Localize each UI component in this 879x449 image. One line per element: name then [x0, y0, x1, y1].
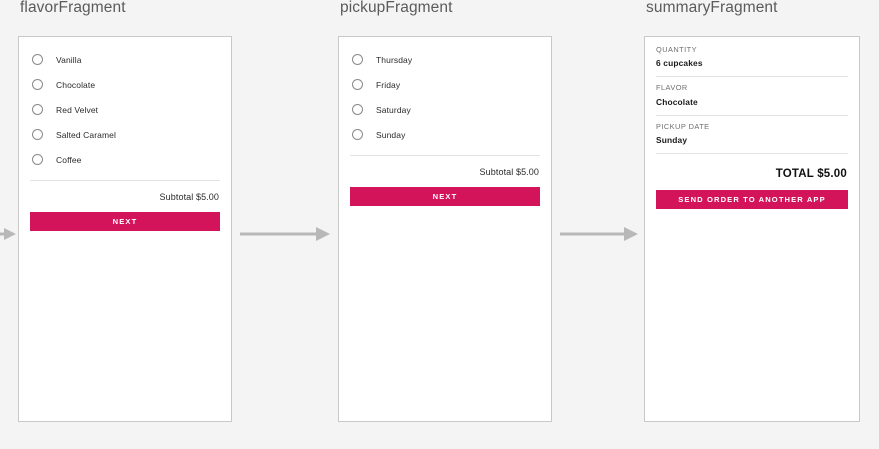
radio-circle-icon[interactable]	[32, 154, 43, 165]
arrow-pickup-to-summary	[560, 227, 638, 241]
summary-row-value: Sunday	[656, 134, 688, 145]
fragment-summary: summaryFragment QUANTITY 6 cupcakes FLAV…	[644, 0, 860, 422]
radio-option-saturday[interactable]: Saturday	[350, 97, 540, 122]
radio-option-label: Saturday	[376, 104, 411, 115]
arrow-flavor-to-pickup	[240, 227, 330, 241]
summary-row-flavor: FLAVOR Chocolate	[656, 77, 848, 114]
radio-circle-icon[interactable]	[32, 54, 43, 65]
divider	[350, 155, 540, 156]
send-order-button[interactable]: SEND ORDER TO ANOTHER APP	[656, 190, 848, 210]
fragment-title-pickup: pickupFragment	[340, 0, 453, 16]
summary-row-pickup-date: PICKUP DATE Sunday	[656, 116, 848, 153]
radio-option-label: Salted Caramel	[56, 129, 116, 140]
radio-option-label: Red Velvet	[56, 104, 99, 115]
flavor-card: Vanilla Chocolate Red Velvet Salted Cara…	[18, 36, 232, 422]
divider	[656, 153, 848, 155]
next-button[interactable]: NEXT	[30, 212, 220, 231]
radio-option-sunday[interactable]: Sunday	[350, 122, 540, 147]
radio-option-red-velvet[interactable]: Red Velvet	[30, 97, 220, 122]
subtotal-text: Subtotal $5.00	[479, 167, 539, 177]
summary-row-label: QUANTITY	[656, 45, 697, 54]
radio-option-label: Vanilla	[56, 54, 82, 65]
summary-row-label: PICKUP DATE	[656, 121, 710, 131]
radio-option-chocolate[interactable]: Chocolate	[30, 72, 220, 97]
radio-option-salted-caramel[interactable]: Salted Caramel	[30, 122, 220, 147]
radio-circle-icon[interactable]	[32, 104, 43, 115]
total-text: TOTAL $5.00	[775, 168, 847, 181]
divider	[656, 76, 848, 78]
arrow-into-flavor	[0, 228, 16, 240]
radio-circle-icon[interactable]	[352, 54, 363, 65]
summary-card: QUANTITY 6 cupcakes FLAVOR Chocolate PIC…	[644, 36, 860, 422]
radio-circle-icon[interactable]	[352, 129, 363, 140]
radio-option-vanilla[interactable]: Vanilla	[30, 47, 220, 72]
radio-circle-icon[interactable]	[352, 104, 363, 115]
fragment-flavor: flavorFragment Vanilla Chocolate Red Vel…	[18, 0, 234, 422]
pickup-card: Thursday Friday Saturday Sunday Subtotal…	[338, 36, 552, 422]
radio-option-thursday[interactable]: Thursday	[350, 47, 540, 72]
summary-row-value: 6 cupcakes	[656, 58, 703, 69]
radio-option-label: Chocolate	[56, 79, 96, 90]
fragment-title-summary: summaryFragment	[646, 0, 778, 16]
fragment-pickup: pickupFragment Thursday Friday Saturday	[338, 0, 554, 422]
radio-circle-icon[interactable]	[352, 79, 363, 90]
radio-option-label: Coffee	[56, 154, 82, 165]
divider	[30, 180, 220, 181]
next-button[interactable]: NEXT	[350, 187, 540, 206]
summary-row-value: Chocolate	[656, 96, 698, 107]
radio-option-label: Thursday	[376, 54, 413, 65]
radio-circle-icon[interactable]	[32, 79, 43, 90]
summary-row-label: FLAVOR	[656, 83, 688, 93]
radio-option-label: Friday	[376, 79, 401, 90]
fragment-title-flavor: flavorFragment	[20, 0, 126, 16]
radio-circle-icon[interactable]	[32, 129, 43, 140]
summary-row-quantity: QUANTITY 6 cupcakes	[656, 39, 848, 76]
radio-option-label: Sunday	[376, 129, 406, 140]
radio-option-friday[interactable]: Friday	[350, 72, 540, 97]
subtotal-text: Subtotal $5.00	[159, 192, 219, 202]
radio-option-coffee[interactable]: Coffee	[30, 147, 220, 172]
divider	[656, 114, 848, 116]
